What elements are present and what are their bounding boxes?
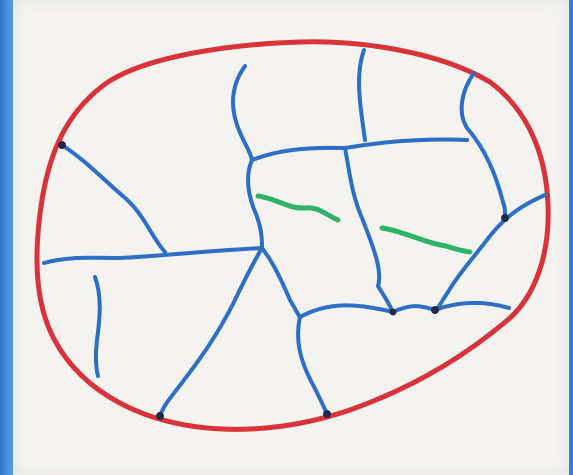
vein-upper-left-diagonal [62, 145, 165, 252]
vein-top-middle-vertical [359, 50, 365, 140]
vein-center-column [248, 160, 262, 248]
junction-node-right-lower [431, 306, 439, 314]
junction-node-center-lower [390, 309, 397, 316]
vein-lower-center-branch [298, 317, 327, 414]
vein-left-horizontal [44, 248, 262, 263]
highlight-left [258, 196, 338, 220]
vein-right-curve [462, 73, 506, 218]
vein-top-left-vertical [233, 66, 252, 160]
junction-node-right-upper [501, 214, 509, 222]
junction-node-bottom-left [156, 412, 164, 420]
vein-upper-middle-horizontal [252, 139, 467, 160]
highlight-right [382, 228, 470, 252]
vein-center-drop [262, 248, 300, 317]
vein-lower-middle-horizontal [300, 303, 509, 317]
vein-lower-left-branch [160, 248, 262, 416]
junction-node-bottom-center [323, 410, 331, 418]
junction-node-left [58, 141, 66, 149]
outer-boundary [37, 42, 548, 430]
vein-lower-left-short [95, 277, 100, 376]
